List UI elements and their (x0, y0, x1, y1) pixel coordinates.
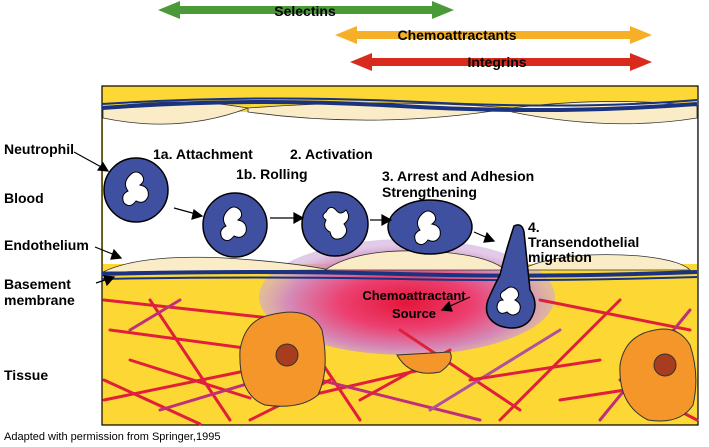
label-basement-line1: Basement (4, 276, 71, 292)
label-neutrophil: Neutrophil (4, 141, 74, 157)
label-endothelium: Endothelium (4, 237, 89, 253)
integrins-label: Integrins (467, 54, 526, 70)
neutrophil-arrest (387, 199, 473, 255)
neutrophil-rolling (202, 192, 268, 258)
integrins-arrow (350, 53, 652, 71)
step-activation: 2. Activation (290, 146, 373, 162)
tissue-cell-left (239, 311, 326, 407)
selectins-label: Selectins (274, 3, 336, 19)
neutrophil-activation (301, 191, 369, 257)
step-rolling: 1b. Rolling (236, 166, 308, 182)
top-endothelium (101, 97, 698, 125)
basement-membrane (101, 270, 698, 282)
selectins-arrow (158, 1, 454, 19)
tissue-cell-nucleus (275, 343, 299, 367)
chemoattractant-source-line1: Chemoattractant (362, 288, 466, 303)
step-transmigration-line3: migration (528, 249, 592, 265)
chemoattractants-arrow (335, 26, 652, 44)
step-arrest-line1: 3. Arrest and Adhesion (382, 168, 534, 184)
step-transmigration-line2: Transendothelial (528, 234, 639, 250)
tissue-cell-middle (396, 351, 452, 374)
pointer-arrows (73, 151, 496, 312)
tissue-cell-right (619, 328, 697, 422)
label-tissue: Tissue (4, 367, 48, 383)
vessel-cross-section (101, 85, 699, 426)
neutrophil-transmigrating (485, 224, 536, 329)
step-arrest-line2: Strengthening (382, 184, 477, 200)
neutrophil-attachment (103, 157, 169, 223)
credit-text: Adapted with permission from Springer,19… (4, 431, 220, 443)
tissue-cell-nucleus (653, 353, 677, 377)
chemoattractant-source-line2: Source (392, 306, 436, 321)
label-basement-line2: membrane (4, 292, 75, 308)
label-blood: Blood (4, 190, 44, 206)
step-attachment: 1a. Attachment (153, 146, 253, 162)
step-transmigration-line1: 4. (528, 219, 540, 235)
chemoattractants-label: Chemoattractants (397, 27, 516, 43)
